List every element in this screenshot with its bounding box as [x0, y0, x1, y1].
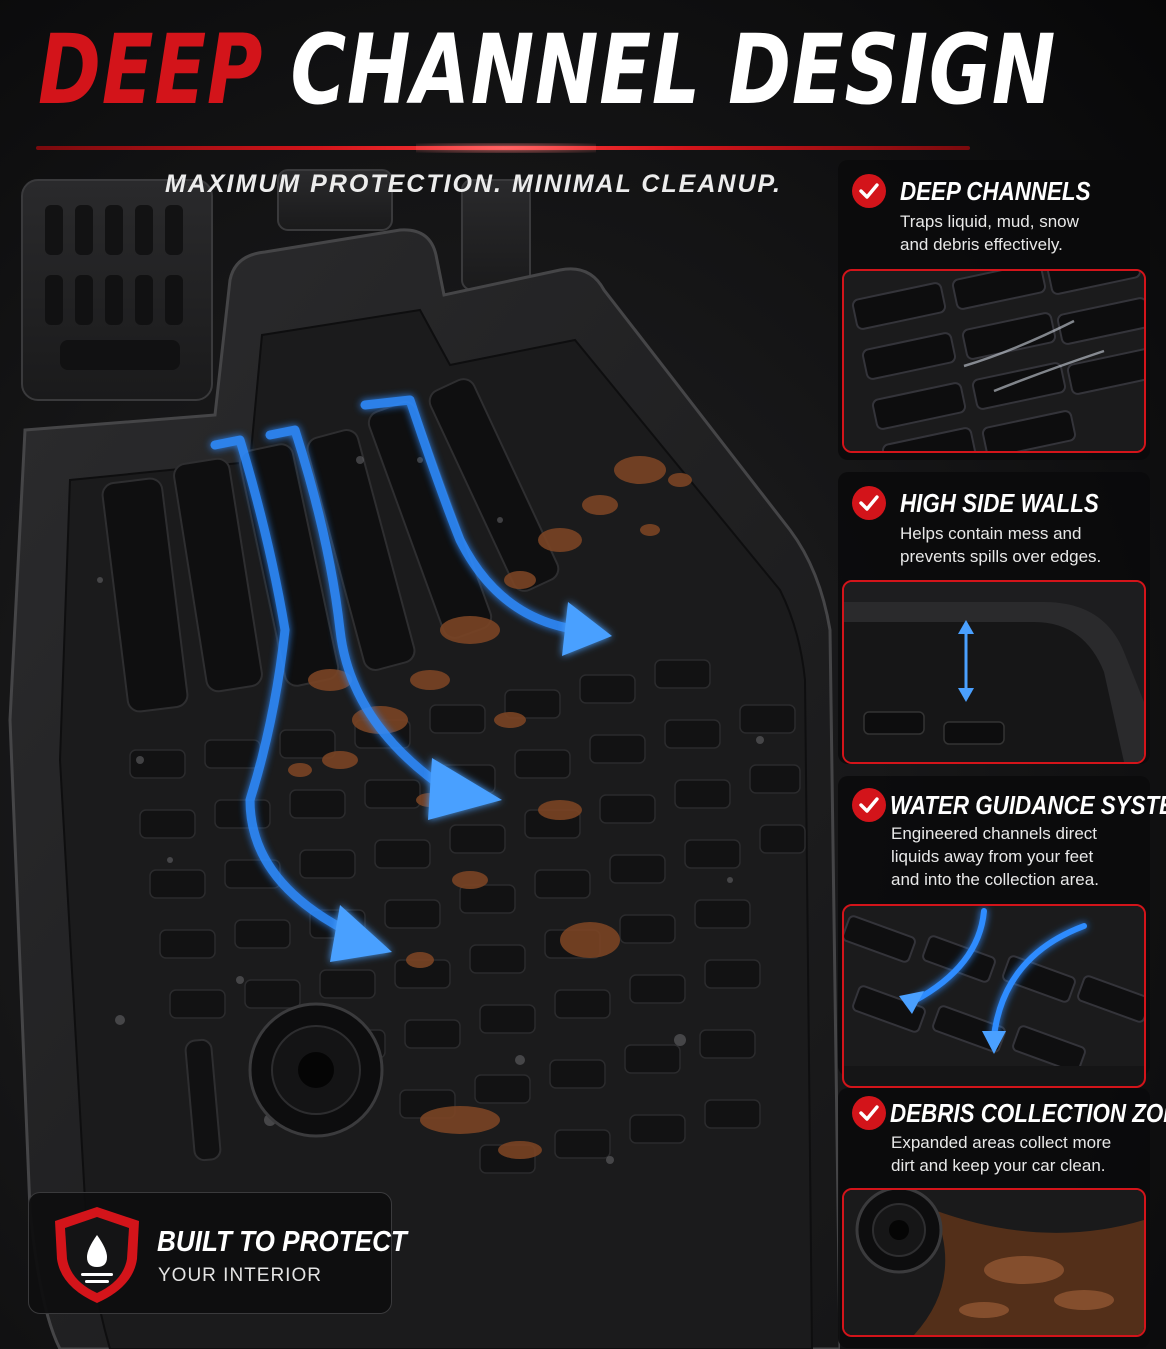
pedal-brake: [277, 169, 393, 231]
page-title-rest: CHANNEL DESIGN: [263, 14, 1057, 126]
water-flow-arrow-icon: [330, 905, 392, 962]
debris-collection-zone-pad: [184, 1002, 384, 1162]
floor-mat-illustration: [8, 169, 840, 1349]
checkmark-circle-icon: [852, 486, 886, 520]
checkmark-circle-icon: [852, 1096, 886, 1130]
water-flow-arrow-icon: [265, 425, 445, 790]
feature-title: DEBRIS COLLECTION ZONES: [890, 1098, 1166, 1128]
badge-subtitle: YOUR INTERIOR: [158, 1265, 322, 1286]
deep-channel-ribs: [101, 378, 560, 713]
feature-description: Expanded areas collect more dirt and kee…: [891, 1133, 1112, 1175]
feature-image-water-guidance: [842, 904, 1146, 1088]
water-flow-arrows: [210, 395, 585, 935]
feature-image-deep-channels: [842, 269, 1146, 453]
vertical-double-arrow-icon: [958, 620, 974, 702]
feature-description: Helps contain mess and prevents spills o…: [900, 524, 1102, 566]
feature-image-debris-collection: [842, 1188, 1146, 1337]
shield-water-drop-icon: [55, 1207, 139, 1303]
checkmark-circle-icon: [852, 174, 886, 208]
feature-title: HIGH SIDE WALLS: [900, 488, 1099, 518]
protection-badge: BUILT TO PROTECT YOUR INTERIOR: [28, 1192, 407, 1314]
water-flow-arrow-icon: [562, 602, 612, 656]
feature-description: Engineered channels direct liquids away …: [891, 824, 1099, 889]
page-title: DEEP CHANNEL DESIGN: [38, 22, 1056, 118]
title-underline: [36, 143, 970, 153]
water-flow-arrow-icon: [360, 395, 585, 635]
water-flow-arrow-icon: [210, 435, 350, 935]
feature-title: DEEP CHANNELS: [900, 176, 1091, 206]
page-title-accent: DEEP: [38, 14, 264, 126]
water-flow-arrowheads: [330, 602, 612, 962]
feature-image-high-side-walls: [842, 580, 1146, 764]
water-flow-arrow-icon: [428, 758, 502, 820]
checkmark-circle-icon: [852, 788, 886, 822]
pedal-left: [21, 179, 213, 401]
feature-description: Traps liquid, mud, snow and debris effec…: [900, 212, 1079, 254]
tagline: MAXIMUM PROTECTION. MINIMAL CLEANUP.: [165, 170, 782, 198]
badge-title: BUILT TO PROTECT: [157, 1226, 407, 1258]
feature-title: WATER GUIDANCE SYSTEM: [890, 790, 1166, 820]
